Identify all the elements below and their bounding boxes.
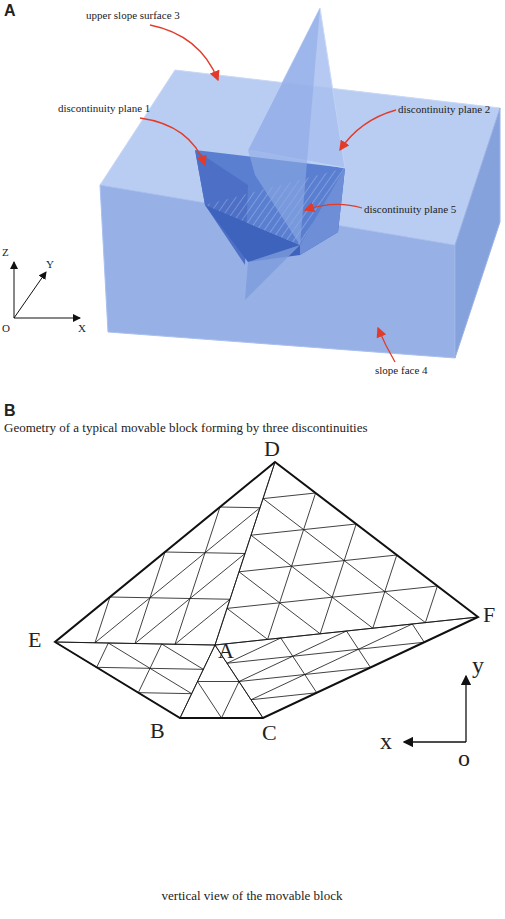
panel-letter: A	[4, 2, 16, 20]
callout-label: discontinuity plane 5	[364, 203, 456, 215]
caption-text: vertical view of the movable block	[162, 888, 343, 904]
callout-label: discontinuity plane 1	[58, 102, 150, 114]
panel-letter: B	[4, 402, 16, 420]
callout-label: discontinuity plane 2	[398, 103, 490, 115]
panel-title: Geometry of a typical movable block form…	[4, 420, 368, 436]
axis-label: x	[380, 728, 392, 755]
vertex-label: B	[150, 718, 165, 744]
axis-label: Y	[46, 258, 54, 270]
axis-label: y	[472, 652, 484, 679]
axis-label: o	[458, 745, 470, 772]
callout-label: slope face 4	[375, 364, 428, 376]
vertex-label: C	[262, 720, 277, 746]
callout-label: upper slope surface 3	[86, 9, 180, 21]
vertex-label: D	[264, 436, 280, 462]
axis-label: Z	[2, 246, 9, 258]
axis-label: O	[2, 322, 10, 334]
vertex-label: A	[218, 638, 234, 664]
axis-label: X	[78, 322, 86, 334]
vertex-label: E	[28, 627, 41, 653]
vertex-label: F	[483, 602, 495, 628]
